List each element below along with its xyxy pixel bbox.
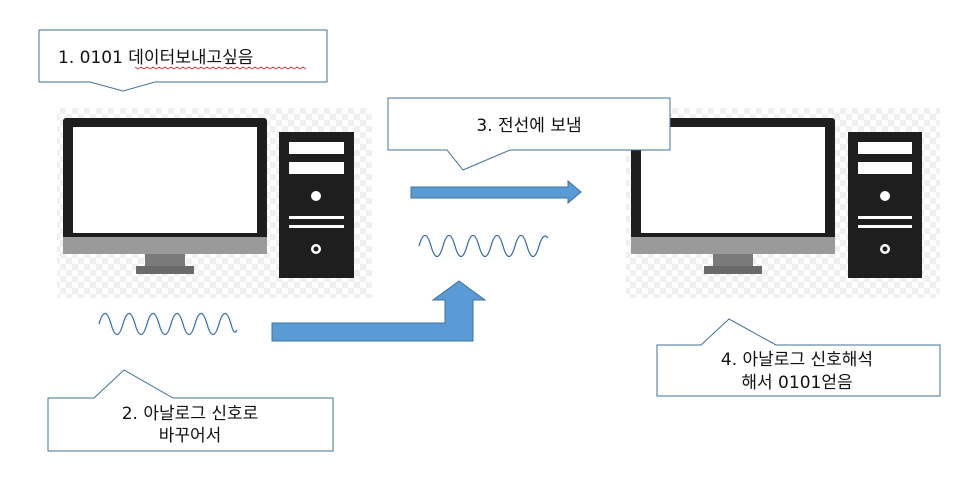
spellcheck-underline: [134, 66, 307, 70]
bent-up-arrow: [271, 280, 487, 342]
step3-text: 3. 전선에 보냄: [476, 116, 581, 136]
callout-step1: 1. 0101 데이터보내고싶음: [38, 29, 328, 92]
callout-step3: 3. 전선에 보냄: [387, 97, 671, 171]
callout-step2: 2. 아날로그 신호로 바꾸어서: [47, 369, 334, 452]
step1-text: 1. 0101 데이터보내고싶음: [58, 48, 253, 68]
analog-wave-wire: [418, 234, 549, 258]
step2-line1: 2. 아날로그 신호로: [122, 404, 259, 424]
analog-wave-sender: [98, 312, 238, 336]
sender-computer-icon: [57, 108, 372, 298]
step2-line2: 바꾸어서: [159, 426, 222, 446]
receiver-computer-icon: [626, 108, 940, 298]
step4-line1: 4. 아날로그 신호해석: [721, 350, 873, 370]
right-arrow: [410, 179, 582, 205]
callout-step4: 4. 아날로그 신호해석 해서 0101얻음: [656, 318, 941, 397]
step4-line2: 해서 0101얻음: [741, 373, 852, 393]
